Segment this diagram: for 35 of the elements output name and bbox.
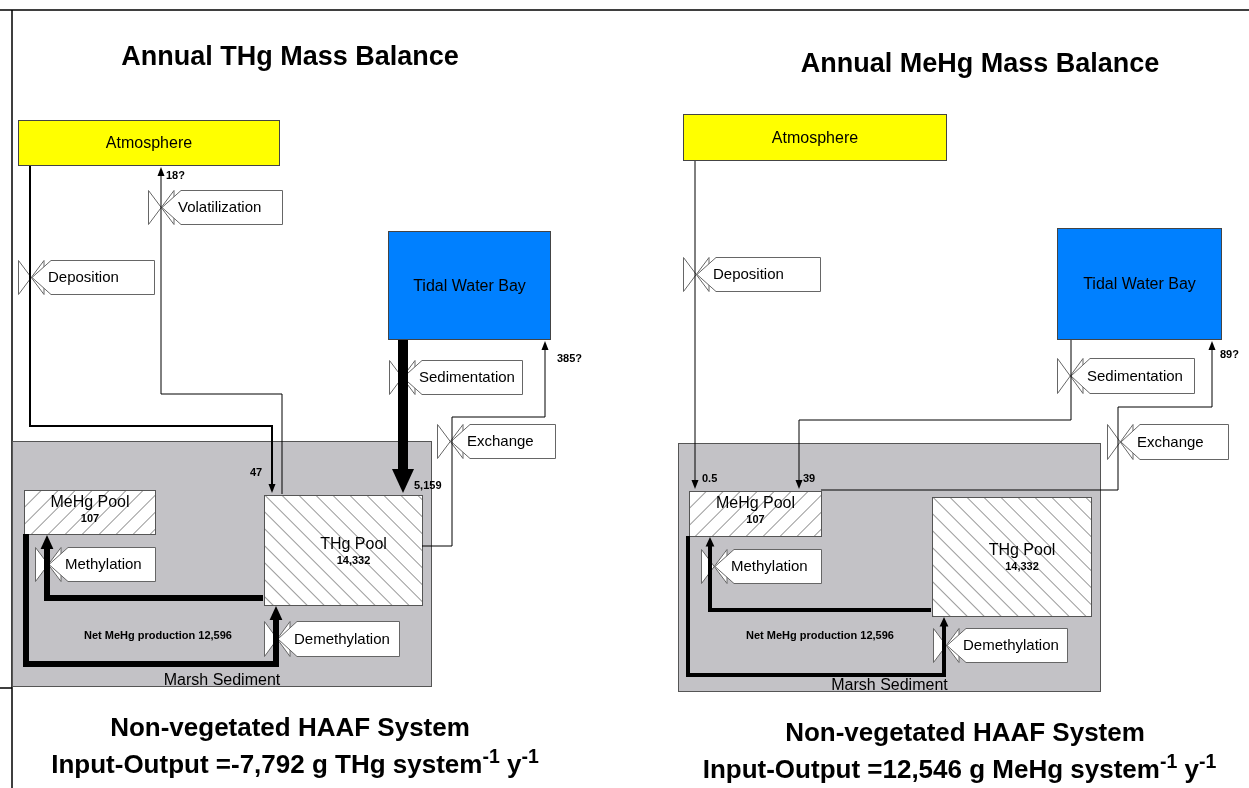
flow-arrow: [691, 160, 699, 489]
compartment-box: Tidal Water Bay: [388, 231, 551, 340]
pool-box: THg Pool 14,332: [264, 495, 423, 606]
edge-label: 47: [250, 467, 263, 478]
compartment-panel: [678, 443, 1101, 692]
panel-title: Annual MeHg Mass Balance: [799, 47, 1161, 80]
edge-label: 39: [803, 473, 816, 484]
flow-arrow: [686, 536, 949, 677]
compartment-box: Atmosphere: [683, 114, 947, 161]
panel-label: Marsh Sediment: [830, 677, 949, 693]
caption-text: Input-Output =-7,792 g THg system$^{-1}$ y$^{-1}$: [50, 748, 540, 781]
edge-label: 89?: [1220, 349, 1239, 360]
compartment-box: Tidal Water Bay: [1057, 228, 1222, 340]
edge-label: 18?: [166, 170, 185, 181]
flow-arrow: [157, 167, 283, 495]
flow-arrow: [29, 165, 276, 493]
flow-arrow: [705, 537, 931, 612]
caption-text: Input-Output =12,546 g MeHg system$^{-1}$ y$^{-1}$: [701, 753, 1218, 786]
annotation-text: Net MeHg production 12,596: [84, 628, 233, 643]
caption-text: Non-vegetated HAAF System: [784, 716, 1146, 749]
flow-arrow: [23, 534, 283, 667]
pool-box: THg Pool 14,332: [932, 497, 1092, 617]
flow-arrow: [820, 341, 1216, 491]
flow-arrow: [40, 535, 263, 601]
compartment-box: Atmosphere: [18, 120, 280, 166]
edge-label: 385?: [557, 353, 583, 364]
panel-label: Marsh Sediment: [162, 672, 282, 688]
panel-title: Annual THg Mass Balance: [120, 40, 460, 73]
caption-text: Non-vegetated HAAF System: [109, 711, 471, 744]
pool-box: MeHg Pool 107: [689, 491, 822, 537]
pool-box: MeHg Pool 107: [24, 490, 156, 535]
edge-label: 0.5: [702, 473, 718, 484]
annotation-text: Net MeHg production 12,596: [746, 628, 895, 643]
flow-arrow: [421, 341, 549, 547]
flow-arrow: [795, 339, 1072, 489]
